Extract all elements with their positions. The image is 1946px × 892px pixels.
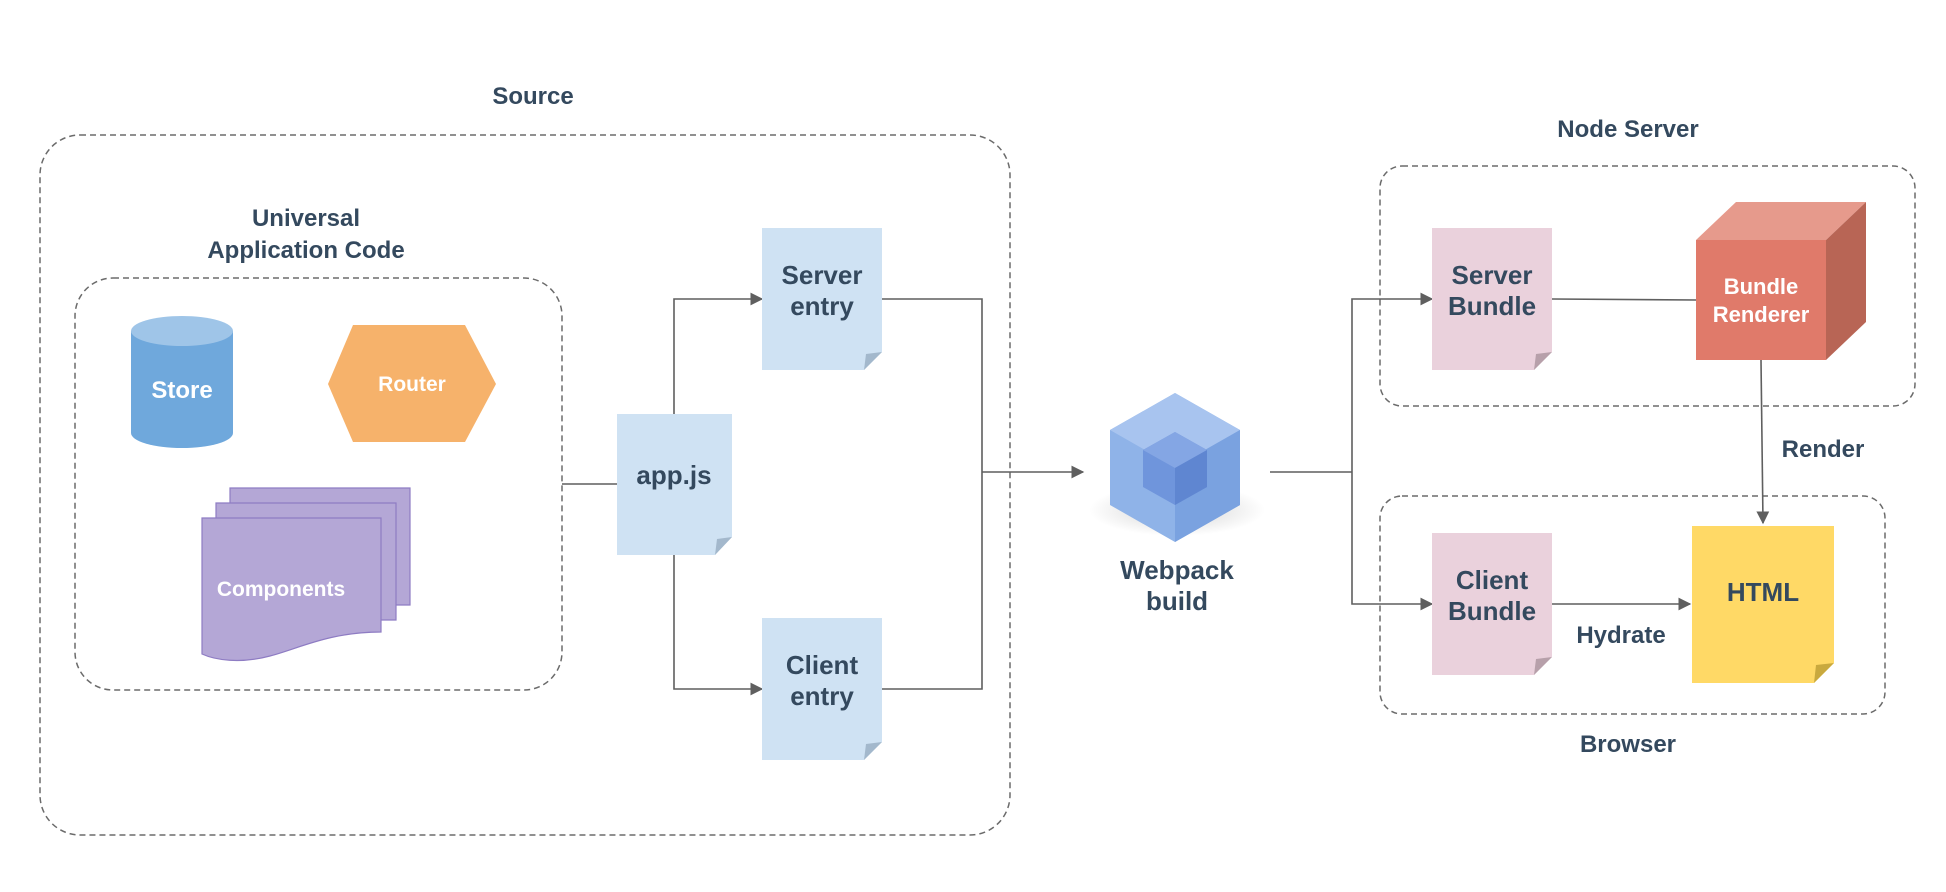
connector-server-bundle-to-renderer (1551, 298, 1697, 301)
node-server-group (1379, 165, 1916, 407)
source-title: Source (492, 83, 573, 110)
server-bundle-label-line1: Server (1452, 260, 1533, 290)
render-label: Render (1782, 436, 1865, 463)
app-js-document-icon: app.js (617, 414, 732, 555)
connector-renderer-to-html (1756, 359, 1770, 525)
node-server-title: Node Server (1557, 116, 1698, 143)
browser-title: Browser (1580, 731, 1676, 758)
bundle-renderer-label-line1: Bundle (1724, 274, 1799, 299)
client-entry-label-line2: entry (790, 681, 854, 711)
components-stacked-documents-icon: Components (201, 487, 411, 662)
connector-server-entry-out (882, 298, 983, 690)
source-group (39, 134, 1011, 836)
components-label: Components (217, 578, 345, 601)
store-label: Store (151, 377, 212, 404)
universal-title-line1: Universal (252, 205, 360, 232)
server-entry-document-icon: Server entry (762, 228, 882, 370)
webpack-label-line1: Webpack (1120, 555, 1234, 585)
client-bundle-document-icon: Client Bundle (1432, 533, 1552, 675)
client-bundle-label-line2: Bundle (1448, 596, 1536, 626)
app-js-label: app.js (636, 460, 711, 490)
connector-appjs-to-server-entry (673, 292, 764, 414)
hydrate-label: Hydrate (1576, 622, 1665, 649)
server-entry-label-line2: entry (790, 291, 854, 321)
server-bundle-label-line2: Bundle (1448, 291, 1536, 321)
store-cylinder-icon: Store (131, 316, 233, 448)
browser-group (1379, 495, 1886, 715)
client-entry-document-icon: Client entry (762, 618, 882, 760)
server-bundle-document-icon: Server Bundle (1432, 228, 1552, 370)
client-bundle-label-line1: Client (1456, 565, 1529, 595)
router-hexagon-icon: Router (328, 325, 496, 442)
html-document-icon: HTML (1692, 526, 1834, 683)
webpack-cube-icon (1089, 393, 1265, 542)
client-entry-label-line1: Client (786, 650, 859, 680)
bundle-renderer-3d-box-icon: Bundle Renderer (1696, 202, 1866, 360)
connector-to-server-bundle (1351, 292, 1434, 472)
html-label: HTML (1727, 577, 1799, 607)
universal-code-group (74, 277, 563, 691)
universal-title-line2: Application Code (207, 237, 404, 264)
webpack-label-line2: build (1146, 586, 1208, 616)
connector-appjs-to-client-entry (673, 555, 764, 696)
router-label: Router (378, 373, 446, 396)
connector-to-client-bundle (1351, 472, 1434, 611)
server-entry-label-line1: Server (782, 260, 863, 290)
bundle-renderer-label-line2: Renderer (1713, 302, 1810, 327)
